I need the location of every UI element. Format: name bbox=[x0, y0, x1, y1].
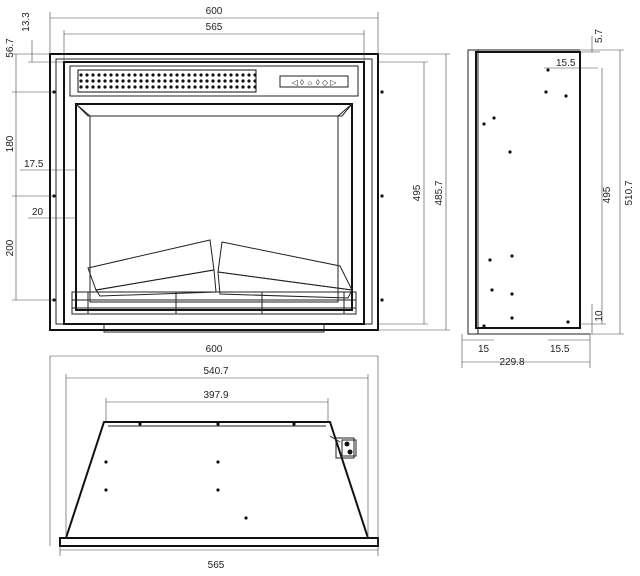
firebox-opening bbox=[75, 103, 353, 311]
control-buttons-panel bbox=[279, 75, 349, 88]
front-outer-frame bbox=[49, 53, 379, 331]
svg-text:15: 15 bbox=[478, 344, 490, 355]
dim-front-485-7: 485.7 bbox=[378, 53, 450, 331]
svg-text:565: 565 bbox=[208, 560, 225, 571]
top-view: 600 540.7 397.9 565 bbox=[49, 344, 379, 571]
dim-side-510-7: 510.7 bbox=[580, 49, 635, 335]
svg-text:565: 565 bbox=[206, 22, 223, 33]
fire-grate bbox=[71, 291, 357, 315]
svg-text:5.7: 5.7 bbox=[594, 29, 605, 43]
dim-front-600: 600 bbox=[49, 6, 379, 54]
firebox-back bbox=[89, 115, 339, 303]
dim-side-5-7: 5.7 bbox=[580, 29, 605, 53]
dim-front-17-5: 17.5 bbox=[20, 159, 76, 171]
control-strip bbox=[69, 65, 359, 97]
front-frame-inner-border bbox=[55, 58, 373, 325]
dim-top-600: 600 bbox=[49, 344, 379, 546]
svg-text:600: 600 bbox=[206, 6, 223, 17]
dim-front-565: 565 bbox=[63, 22, 365, 62]
dim-top-565: 565 bbox=[59, 546, 379, 571]
firebox-left-depth bbox=[75, 103, 91, 117]
svg-text:15.5: 15.5 bbox=[550, 344, 570, 355]
svg-text:600: 600 bbox=[206, 344, 223, 355]
control-panel-symbols: ◁ ◊ ☼ ◊ ◇ ▷ bbox=[292, 78, 338, 87]
front-insert-body bbox=[63, 61, 365, 325]
svg-text:229.8: 229.8 bbox=[499, 357, 524, 368]
svg-text:10: 10 bbox=[594, 310, 605, 322]
svg-text:56.7: 56.7 bbox=[5, 38, 16, 58]
firebox-right-depth bbox=[337, 103, 353, 117]
dim-front-180: 180 bbox=[5, 91, 54, 196]
side-view: 5.7 15.5 495 510.7 10 15 15.5 bbox=[461, 29, 635, 368]
front-view: ◁ ◊ ☼ ◊ ◇ ▷ bbox=[5, 6, 450, 333]
dim-top-397-9: 397.9 bbox=[105, 390, 329, 422]
svg-text:180: 180 bbox=[5, 135, 16, 152]
svg-text:397.9: 397.9 bbox=[203, 390, 228, 401]
top-front-frame bbox=[59, 537, 379, 547]
front-base-plinth bbox=[103, 323, 325, 333]
svg-text:20: 20 bbox=[32, 207, 44, 218]
side-body bbox=[475, 51, 581, 329]
dim-front-495: 495 bbox=[378, 61, 428, 325]
svg-text:495: 495 bbox=[602, 186, 613, 203]
power-connector bbox=[329, 435, 357, 459]
svg-text:540.7: 540.7 bbox=[203, 366, 228, 377]
firebox-trapezoid bbox=[74, 103, 354, 117]
dim-side-15: 15 bbox=[461, 334, 494, 368]
svg-text:15.5: 15.5 bbox=[556, 58, 576, 69]
dim-side-229-8: 229.8 bbox=[462, 334, 591, 368]
dim-side-15-5-top: 15.5 bbox=[544, 58, 598, 69]
dim-front-20: 20 bbox=[28, 207, 76, 219]
dim-front-200: 200 bbox=[5, 195, 54, 301]
dim-top-540-7: 540.7 bbox=[65, 366, 369, 538]
svg-text:495: 495 bbox=[412, 184, 423, 201]
log-set bbox=[87, 239, 353, 299]
dim-side-10: 10 bbox=[591, 304, 605, 334]
svg-text:485.7: 485.7 bbox=[434, 180, 445, 205]
vent-mesh bbox=[77, 69, 257, 93]
side-holes bbox=[482, 68, 570, 328]
dim-front-13-3: 13.3 bbox=[21, 12, 64, 63]
dim-side-495: 495 bbox=[580, 68, 613, 325]
svg-text:200: 200 bbox=[5, 239, 16, 256]
svg-text:17.5: 17.5 bbox=[24, 159, 44, 170]
top-body bbox=[64, 421, 370, 539]
dim-front-56-7: 56.7 bbox=[5, 38, 50, 92]
svg-text:510.7: 510.7 bbox=[624, 180, 635, 205]
dim-side-15-5-bottom: 15.5 bbox=[548, 339, 590, 355]
top-holes bbox=[104, 422, 296, 520]
svg-text:13.3: 13.3 bbox=[21, 12, 32, 32]
